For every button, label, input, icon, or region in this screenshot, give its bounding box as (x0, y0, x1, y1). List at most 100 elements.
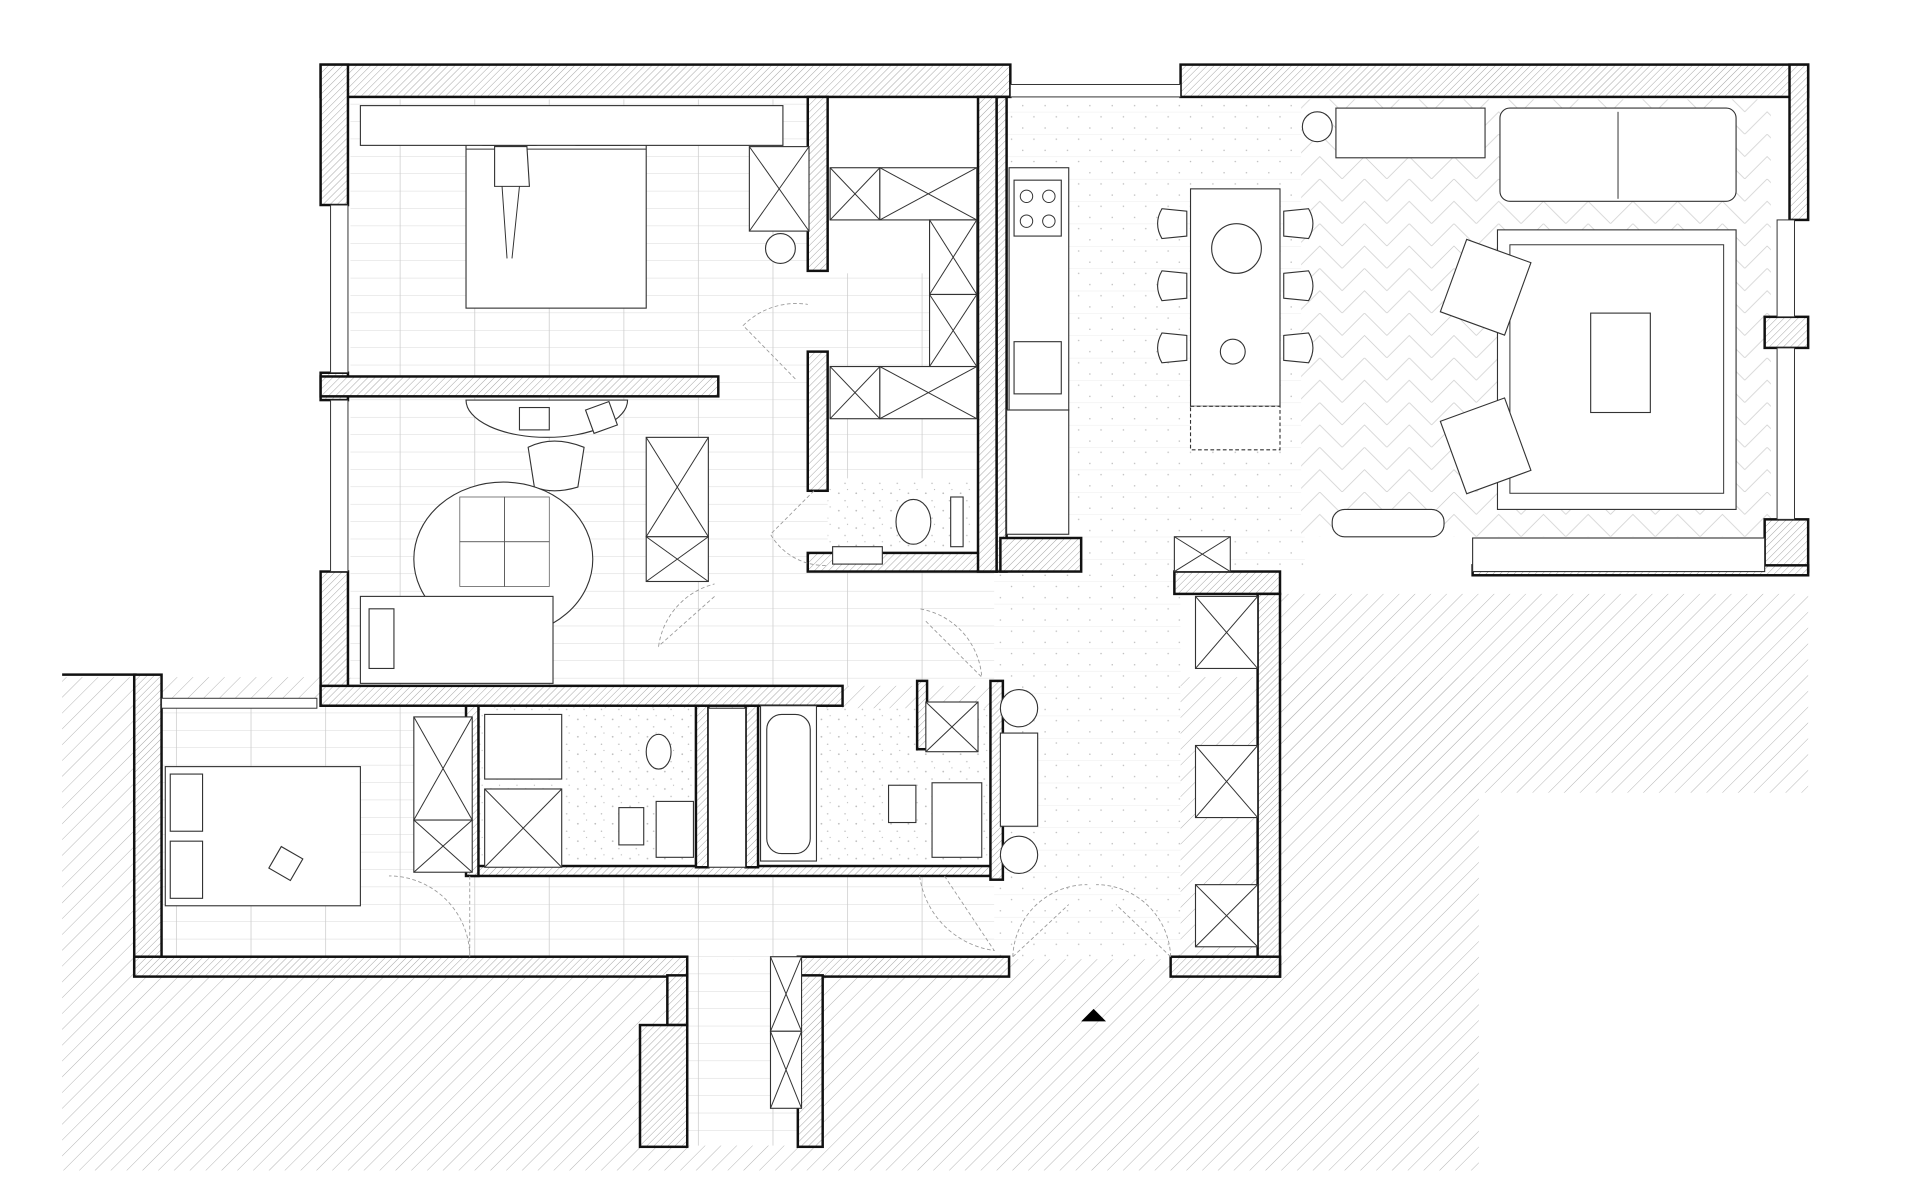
window-bedroom-3 (161, 697, 318, 709)
cabinet (484, 713, 563, 780)
desk-chair (527, 440, 585, 492)
sideboard (1335, 107, 1486, 159)
cooktop (1013, 179, 1062, 237)
laptop (518, 406, 550, 431)
wall-segment (976, 95, 998, 573)
wardrobe-unit (413, 716, 473, 821)
toilet (895, 498, 932, 545)
low-bench (1331, 508, 1445, 538)
wardrobe-unit (645, 536, 709, 583)
wardrobe-unit (1194, 744, 1259, 819)
wardrobes (413, 146, 1259, 1109)
slippers (618, 807, 645, 846)
wardrobe-unit (748, 146, 810, 232)
door-swing[interactable] (742, 303, 808, 380)
door-swing[interactable] (388, 875, 471, 957)
plate (1219, 338, 1246, 365)
wardrobe-unit (769, 956, 803, 1032)
wardrobe-unit (829, 365, 881, 420)
floor-lower-corridor (466, 875, 1001, 960)
furniture (164, 105, 1766, 907)
books (584, 400, 619, 435)
wall-segment (999, 536, 1083, 573)
pillow (169, 840, 204, 899)
coffee-table (1590, 312, 1651, 414)
wardrobe-unit (1194, 884, 1259, 948)
cushion (368, 608, 395, 670)
wall-segment (1173, 570, 1282, 596)
radiator (950, 496, 964, 548)
folded-item (268, 845, 304, 882)
wall-segment (694, 704, 710, 869)
wall-segment (796, 955, 1011, 978)
wall-segment (319, 684, 844, 707)
dining-chairs (1157, 208, 1314, 364)
wall-segment (666, 974, 689, 1027)
lamp (1301, 111, 1333, 143)
wardrobe-unit (928, 219, 978, 296)
sink-2 (931, 782, 983, 858)
window-living-1 (1776, 219, 1795, 318)
wc-sink (832, 546, 883, 565)
dining-chair (1283, 270, 1314, 302)
dining-chair (1157, 208, 1188, 240)
door-swing[interactable] (658, 583, 715, 648)
window-kitchen (1009, 83, 1182, 98)
wall-segment (806, 350, 829, 493)
stool (999, 835, 1039, 875)
shelf-niche (707, 707, 747, 868)
wall-segment (995, 95, 1008, 573)
dining-chair (1283, 332, 1314, 364)
wardrobe-unit (413, 819, 473, 873)
toilet (645, 733, 672, 770)
pillow (169, 773, 204, 832)
dining-chair (1157, 332, 1188, 364)
wardrobe-unit (769, 1030, 803, 1109)
wardrobe-unit (1194, 595, 1259, 670)
wall-segment (132, 673, 163, 977)
wall-segment (319, 570, 350, 707)
tv-cabinet (1472, 537, 1766, 573)
stool (999, 689, 1039, 728)
desk-bedroom-1 (359, 105, 784, 146)
dining-chair (1157, 270, 1188, 302)
wall-segment (1763, 518, 1810, 573)
armchair (1439, 397, 1532, 495)
wall-segment (806, 95, 829, 273)
wardrobe-unit (1173, 536, 1231, 573)
door-swing[interactable] (919, 608, 983, 679)
wall-segment (744, 704, 760, 869)
window-living-2 (1776, 347, 1795, 520)
wardrobe-unit (879, 365, 978, 420)
wall-segment (1788, 63, 1810, 222)
tall-units (1006, 409, 1070, 535)
entrance-door[interactable] (1012, 884, 1172, 958)
dining-table (1189, 188, 1281, 407)
dining-chair (1283, 208, 1314, 240)
wall-segment (1179, 63, 1810, 99)
door-swing[interactable] (769, 490, 828, 566)
windows (161, 83, 1795, 709)
wall-segment (319, 63, 350, 207)
doors (388, 303, 1172, 958)
sink (655, 800, 694, 858)
wardrobe-unit (879, 167, 978, 221)
entrance-marker-triangle-up-icon (1081, 1008, 1107, 1022)
kitchen-sink (1013, 341, 1062, 395)
kitchen-island (1189, 405, 1281, 451)
slippers (887, 784, 917, 824)
window-bedroom-1 (330, 204, 349, 374)
plate-with-flowers (1211, 223, 1262, 274)
wall-segment (1256, 592, 1282, 978)
wardrobe-unit (829, 167, 881, 221)
wardrobe-unit (928, 293, 978, 368)
wardrobe-unit (645, 436, 709, 538)
wall-segment (319, 375, 720, 398)
door-swing[interactable] (919, 875, 996, 952)
wardrobe-unit (925, 701, 979, 753)
wall-segment (319, 63, 1012, 99)
stool (764, 233, 796, 264)
wall-segment (1169, 955, 1282, 978)
armchair (1439, 238, 1532, 336)
